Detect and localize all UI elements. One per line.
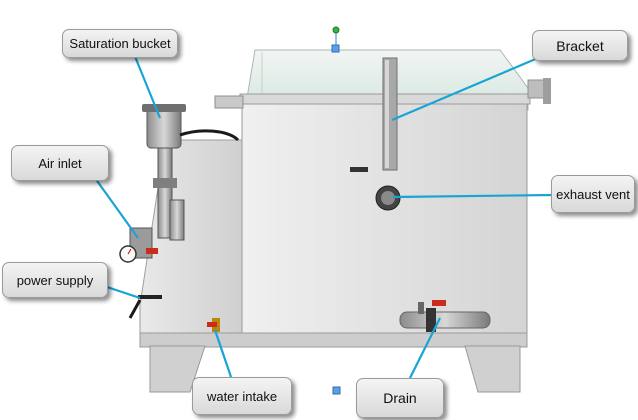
side-rail-left	[214, 95, 244, 109]
leader-water-intake	[213, 329, 233, 378]
leg-left	[149, 345, 206, 393]
selection-handle-top	[331, 44, 340, 53]
air-inlet-callout: Air inlet	[11, 145, 109, 181]
bracket-callout: Bracket	[532, 30, 628, 61]
exhaust-vent-callout: exhaust vent	[551, 175, 635, 213]
selection-handle-bottom	[332, 386, 341, 395]
saturation-bucket-callout: Saturation bucket	[62, 29, 178, 58]
leader-lines	[94, 53, 554, 379]
leader-drain	[409, 317, 441, 379]
leg-right	[464, 345, 521, 393]
leader-bracket	[391, 53, 546, 122]
saturation-bucket-body	[146, 107, 182, 149]
leader-air-inlet	[94, 177, 139, 239]
control-panel-side	[139, 139, 246, 346]
drain-pipe	[399, 311, 491, 329]
leader-saturation-bucket	[132, 53, 162, 119]
drain-callout: Drain	[356, 378, 444, 418]
leader-exhaust-vent	[392, 193, 554, 199]
rotation-handle	[332, 26, 340, 34]
water-intake-callout: water intake	[192, 377, 292, 415]
power-supply-callout: power supply	[2, 262, 108, 298]
